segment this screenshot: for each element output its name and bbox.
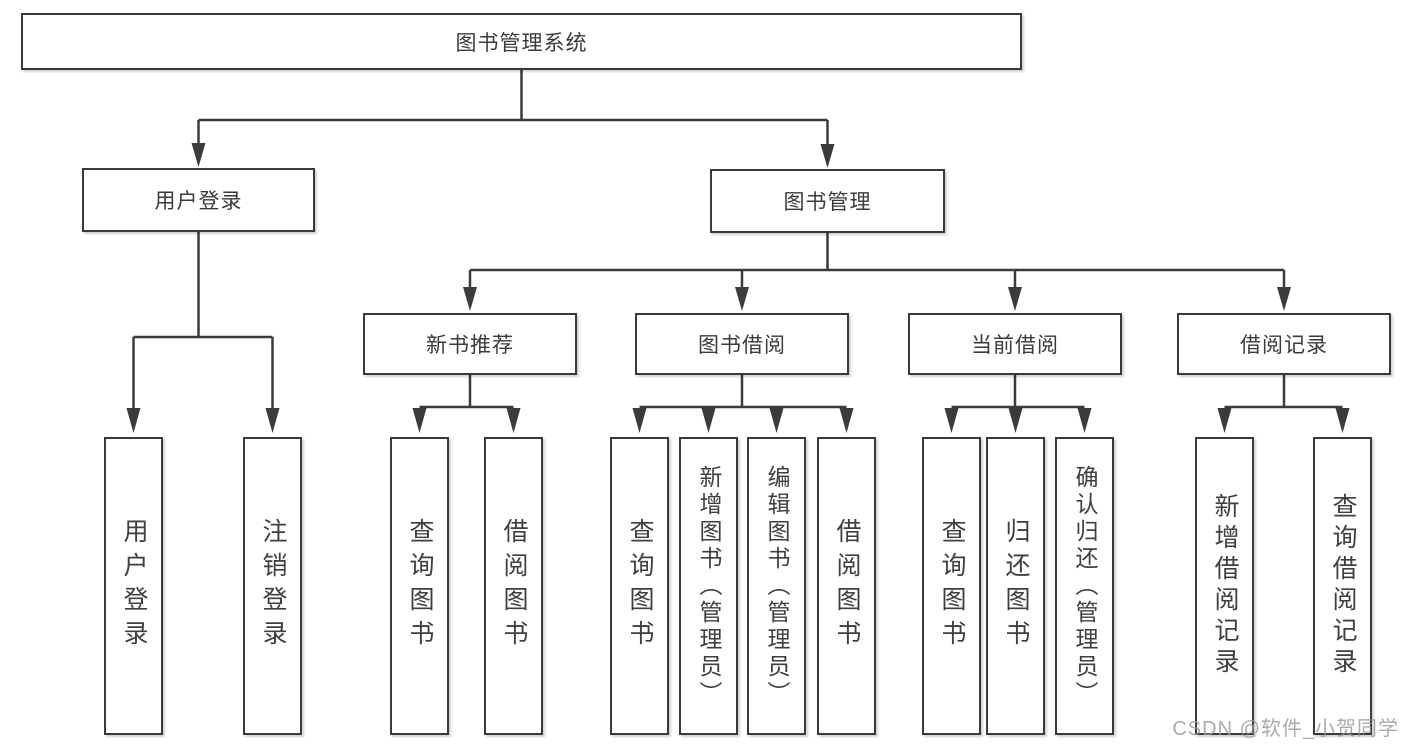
node-leaf-user-login-label: 用户登录 [120, 518, 148, 654]
node-leaf-add-book-admin-label: 新增图书（管理员） [696, 464, 722, 708]
node-leaf-borrow-books-1: 借阅图书 [484, 437, 543, 735]
node-leaf-query-books-1-label: 查询图书 [406, 518, 434, 654]
node-leaf-add-borrow-record-label: 新增借阅记录 [1211, 493, 1239, 679]
node-leaf-borrow-books-2: 借阅图书 [817, 437, 876, 735]
node-leaf-return-book-label: 归还图书 [1002, 518, 1030, 654]
node-leaf-query-books-2: 查询图书 [610, 437, 669, 735]
node-current-borrow-label: 当前借阅 [971, 334, 1059, 357]
node-leaf-query-books-1: 查询图书 [390, 437, 449, 735]
node-leaf-edit-book-admin-label: 编辑图书（管理员） [764, 464, 790, 708]
node-book-borrow-label: 图书借阅 [698, 334, 786, 357]
node-leaf-query-books-3: 查询图书 [922, 437, 981, 735]
node-leaf-confirm-return-admin: 确认归还（管理员） [1055, 437, 1114, 735]
node-leaf-query-borrow-record-label: 查询借阅记录 [1329, 493, 1357, 679]
node-root-label: 图书管理系统 [455, 31, 588, 55]
node-current-borrow: 当前借阅 [908, 313, 1122, 375]
node-leaf-add-borrow-record: 新增借阅记录 [1195, 437, 1254, 735]
node-leaf-query-books-3-label: 查询图书 [938, 518, 966, 654]
node-leaf-borrow-books-1-label: 借阅图书 [500, 518, 528, 654]
node-root: 图书管理系统 [21, 13, 1022, 70]
node-leaf-add-book-admin: 新增图书（管理员） [679, 437, 738, 735]
node-leaf-return-book: 归还图书 [986, 437, 1045, 735]
node-book-borrow: 图书借阅 [635, 313, 849, 375]
node-leaf-confirm-return-admin-label: 确认归还（管理员） [1072, 464, 1098, 708]
node-leaf-query-borrow-record: 查询借阅记录 [1313, 437, 1372, 735]
node-leaf-edit-book-admin: 编辑图书（管理员） [747, 437, 806, 735]
node-book-management: 图书管理 [710, 169, 945, 233]
watermark: CSDN @软件_小贺同学 [1172, 718, 1399, 740]
node-leaf-logout-label: 注销登录 [259, 518, 287, 654]
node-book-management-label: 图书管理 [783, 191, 872, 214]
node-new-book-recommend: 新书推荐 [363, 313, 577, 375]
node-user-login: 用户登录 [82, 168, 315, 232]
node-user-login-label: 用户登录 [154, 190, 243, 213]
arrowheads [126, 143, 1350, 433]
node-leaf-query-books-2-label: 查询图书 [626, 518, 654, 654]
node-new-book-recommend-label: 新书推荐 [426, 334, 514, 357]
node-leaf-logout: 注销登录 [243, 437, 302, 735]
node-borrow-records-label: 借阅记录 [1240, 334, 1328, 357]
node-leaf-user-login: 用户登录 [104, 437, 163, 735]
node-borrow-records: 借阅记录 [1177, 313, 1391, 375]
node-leaf-borrow-books-2-label: 借阅图书 [833, 518, 861, 654]
